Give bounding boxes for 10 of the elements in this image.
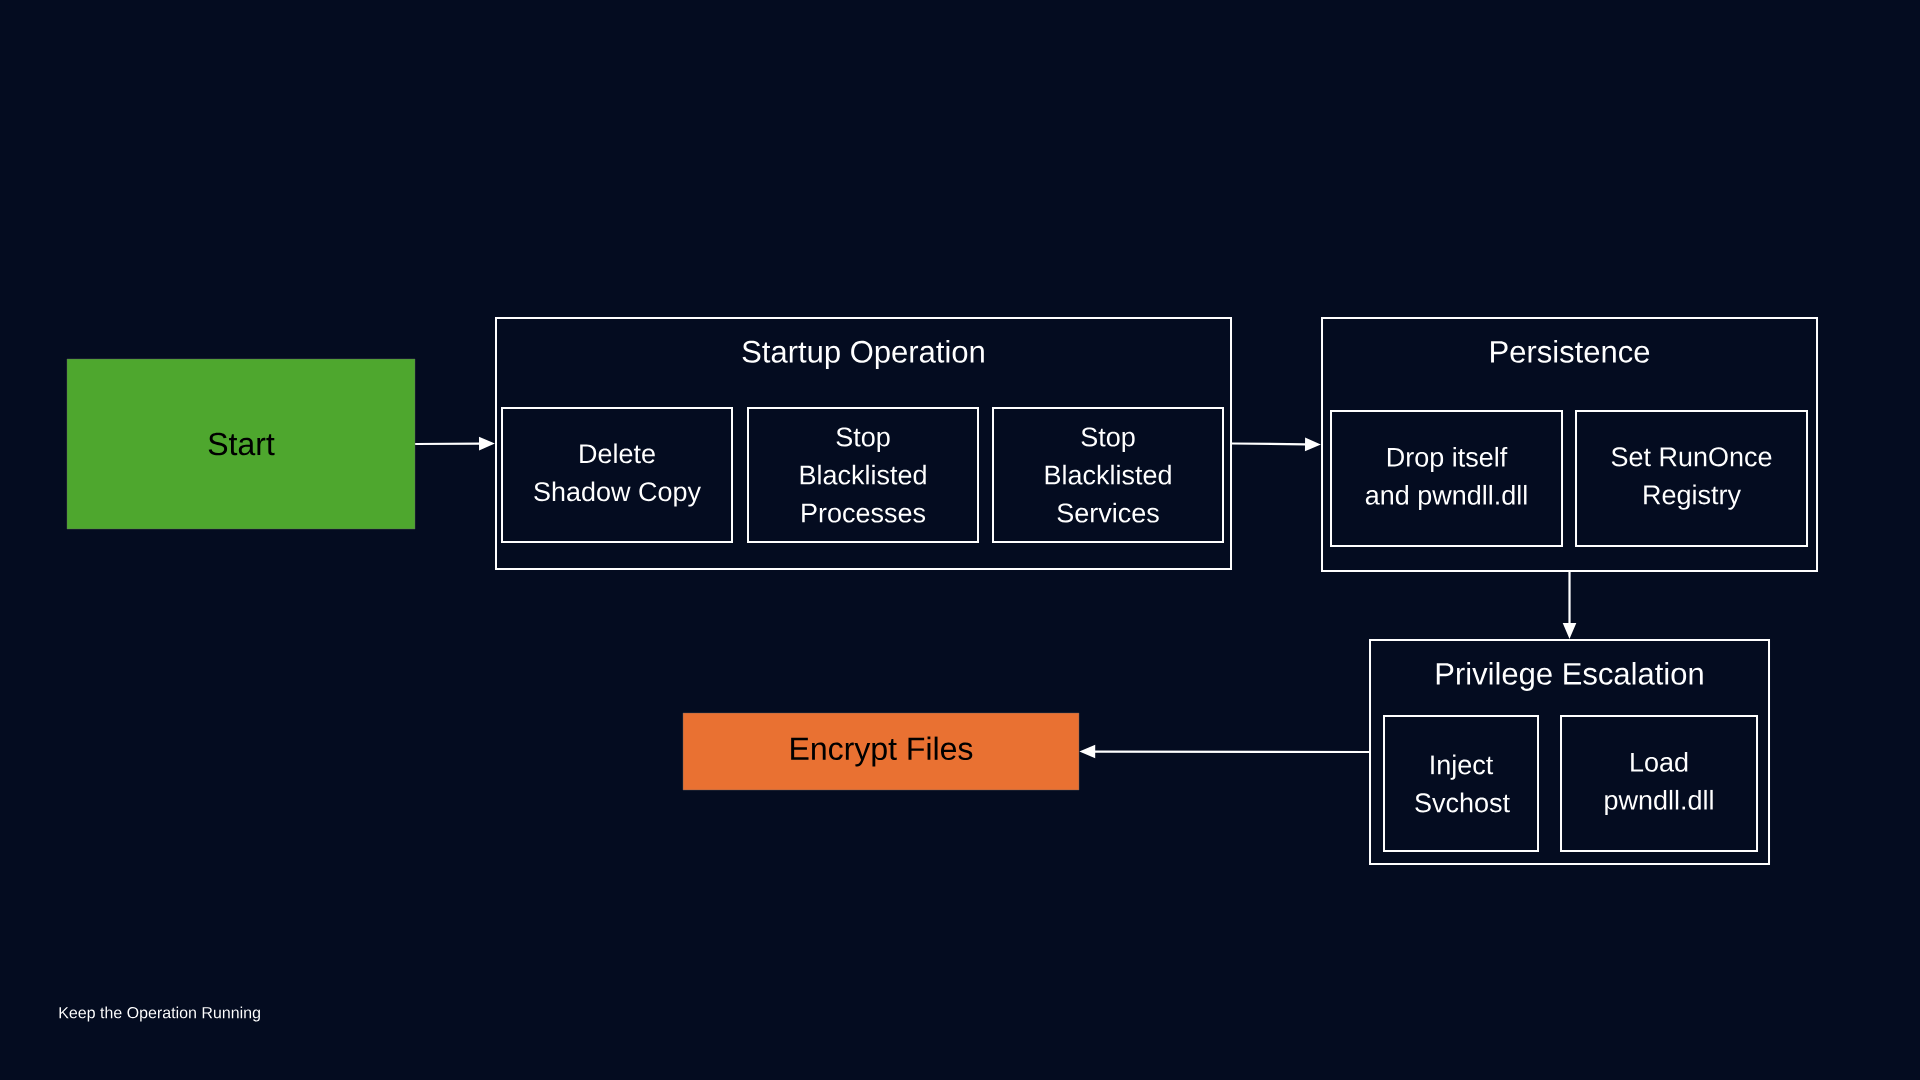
step-box: Inject Svchost [1383,715,1539,852]
step-box: Stop Blacklisted Services [992,407,1224,543]
step-box: Delete Shadow Copy [501,407,733,543]
end-box: Encrypt Files [682,712,1080,791]
footer-text: Keep the Operation Running [59,1006,260,1022]
start-box: Start [66,358,416,530]
step-box: Stop Blacklisted Processes [747,407,979,543]
step-box: Set RunOnce Registry [1575,410,1808,547]
step-box: Drop itself and pwndll.dll [1330,410,1563,547]
step-box: Load pwndll.dll [1560,715,1758,852]
